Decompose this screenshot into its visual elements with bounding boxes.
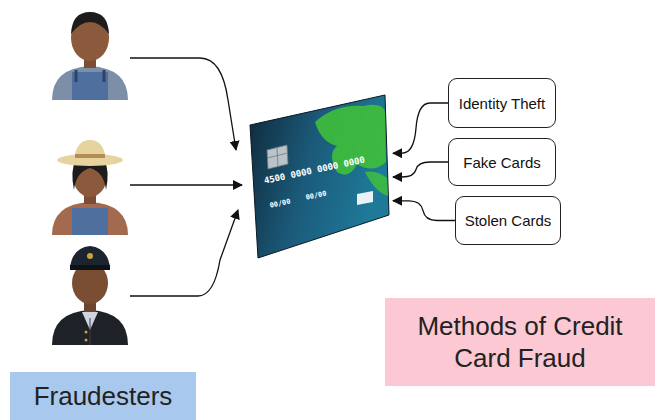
method-arrow [393,162,448,177]
group-label: Fraudesters [10,372,196,420]
method-arrow [393,103,448,153]
officer-icon [52,246,128,345]
farmer-man-icon [52,12,128,100]
fraudster-arrow [130,210,238,296]
title-box: Methods of Credit Card Fraud [385,298,655,386]
method-label: Fake Cards [463,154,541,171]
farmer-woman-icon [52,140,128,235]
method-arrow [393,201,455,221]
heading-text: Methods of Credit Card Fraud [395,310,645,375]
method-box: Identity Theft [448,78,556,128]
method-box: Stolen Cards [455,196,561,245]
fraudster-arrow [130,184,242,185]
fraudster-arrow [130,58,236,150]
heading-text: Fraudesters [34,380,173,413]
method-label: Stolen Cards [465,212,552,229]
credit-card: 4500 0000 0000 000000/0000/00 [245,92,395,262]
method-box: Fake Cards [448,138,556,186]
method-label: Identity Theft [459,95,545,112]
